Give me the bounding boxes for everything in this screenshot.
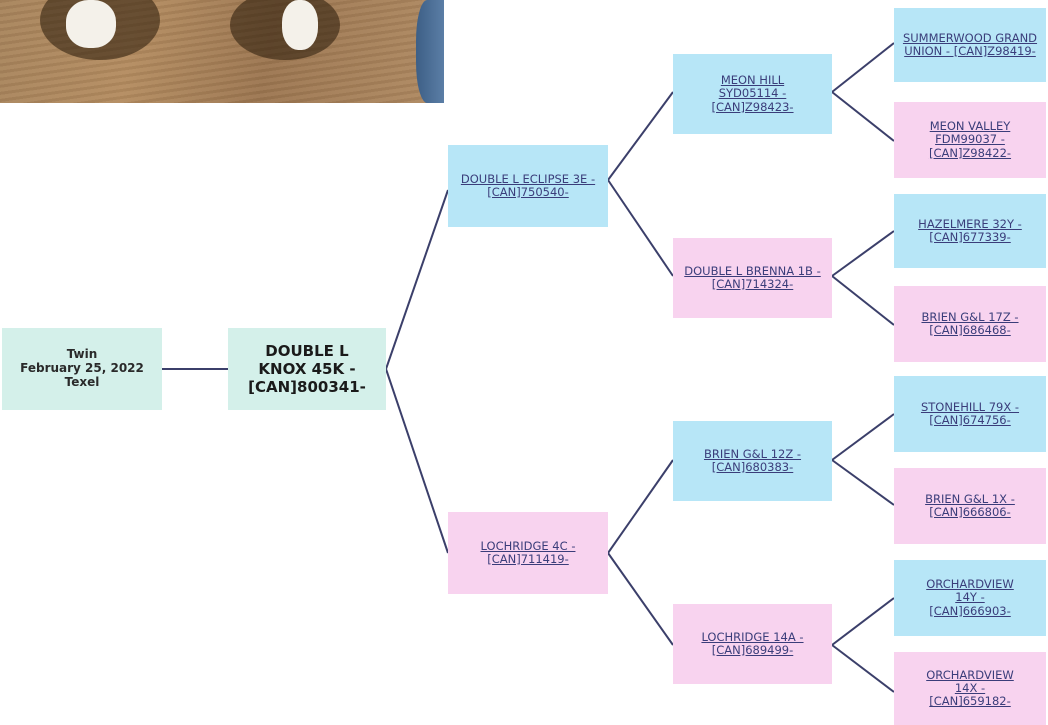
ssd-link[interactable]: MEON VALLEY FDM99037 - [CAN]Z98422- (928, 119, 1012, 160)
sss-link[interactable]: SUMMERWOOD GRAND UNION - [CAN]Z98419- (902, 30, 1038, 58)
ssd-node: MEON VALLEY FDM99037 - [CAN]Z98422- (894, 102, 1046, 178)
ddd-link[interactable]: ORCHARDVIEW 14X - [CAN]659182- (926, 667, 1014, 709)
dam-sire-node: BRIEN G&L 12Z - [CAN]680383- (673, 421, 832, 501)
sds-node: HAZELMERE 32Y - [CAN]677339- (894, 194, 1046, 268)
dam-dam-link[interactable]: LOCHRIDGE 14A - [CAN]689499- (701, 629, 804, 657)
dam-dam-node: LOCHRIDGE 14A - [CAN]689499- (673, 604, 832, 684)
dsd-node: BRIEN G&L 1X - [CAN]666806- (894, 468, 1046, 544)
dss-node: STONEHILL 79X - [CAN]674756- (894, 376, 1046, 452)
sire-node: DOUBLE L ECLIPSE 3E -[CAN]750540- (448, 145, 608, 227)
dam-link[interactable]: LOCHRIDGE 4C - [CAN]711419- (480, 538, 576, 566)
sdd-link[interactable]: BRIEN G&L 17Z - [CAN]686468- (921, 309, 1019, 337)
sire-dam-node: DOUBLE L BRENNA 1B -[CAN]714324- (673, 238, 832, 318)
sheep-photo (0, 0, 444, 103)
subject-node: DOUBLE L KNOX 45K - [CAN]800341- (228, 328, 386, 410)
ddd-node: ORCHARDVIEW 14X - [CAN]659182- (894, 652, 1046, 725)
subject-details: Twin February 25, 2022 Texel (2, 328, 162, 410)
sire-dam-link[interactable]: DOUBLE L BRENNA 1B -[CAN]714324- (684, 263, 821, 291)
sire-sire-link[interactable]: MEON HILL SYD05114 - [CAN]Z98423- (711, 73, 794, 114)
sire-link[interactable]: DOUBLE L ECLIPSE 3E -[CAN]750540- (460, 171, 596, 199)
subject-name: DOUBLE L KNOX 45K - [CAN]800341- (248, 342, 366, 396)
birth-date: February 25, 2022 (20, 361, 144, 376)
dds-link[interactable]: ORCHARDVIEW 14Y - [CAN]666903- (926, 577, 1014, 618)
dam-sire-link[interactable]: BRIEN G&L 12Z - [CAN]680383- (703, 446, 802, 474)
sdd-node: BRIEN G&L 17Z - [CAN]686468- (894, 286, 1046, 362)
dds-node: ORCHARDVIEW 14Y - [CAN]666903- (894, 560, 1046, 636)
breed: Texel (64, 374, 100, 389)
dss-link[interactable]: STONEHILL 79X - [CAN]674756- (920, 399, 1020, 427)
sds-link[interactable]: HAZELMERE 32Y - [CAN]677339- (918, 216, 1022, 244)
dam-node: LOCHRIDGE 4C - [CAN]711419- (448, 512, 608, 594)
sss-node: SUMMERWOOD GRAND UNION - [CAN]Z98419- (894, 8, 1046, 82)
dsd-link[interactable]: BRIEN G&L 1X - [CAN]666806- (925, 491, 1015, 519)
birth-type: Twin (66, 347, 98, 362)
sire-sire-node: MEON HILL SYD05114 - [CAN]Z98423- (673, 54, 832, 134)
